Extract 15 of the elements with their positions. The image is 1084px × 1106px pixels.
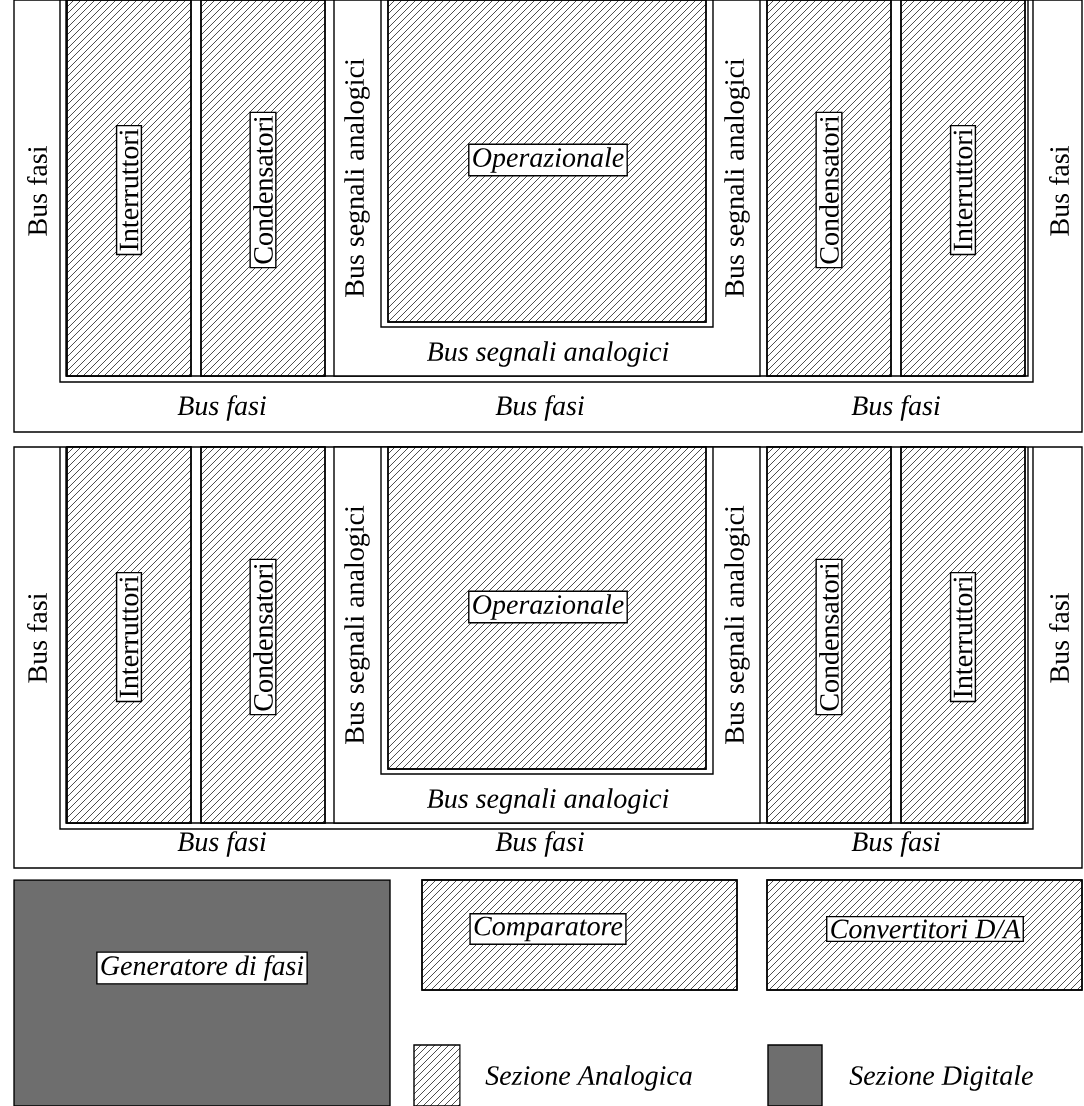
hatched-block: Interruttori xyxy=(66,446,192,824)
hatched-block: Comparatore xyxy=(421,879,738,991)
legend-label: Sezione Digitale xyxy=(849,1065,1033,1091)
hatched-block: Condensatori xyxy=(766,446,892,824)
hatched-block: Condensatori xyxy=(200,446,326,824)
hatched-block: Interruttori xyxy=(900,0,1026,377)
hatched-block: Operazionale xyxy=(387,0,707,323)
hatched-block: Convertitori D/A xyxy=(766,879,1083,991)
hatched-block: Condensatori xyxy=(200,0,326,377)
hatched-block: Interruttori xyxy=(66,0,192,377)
filled-block: Generatore di fasi xyxy=(13,879,391,1106)
hatched-block: Operazionale xyxy=(387,446,707,770)
legend-label: Sezione Analogica xyxy=(485,1065,692,1091)
hatched-block: Condensatori xyxy=(766,0,892,377)
hatched-block: Interruttori xyxy=(900,446,1026,824)
